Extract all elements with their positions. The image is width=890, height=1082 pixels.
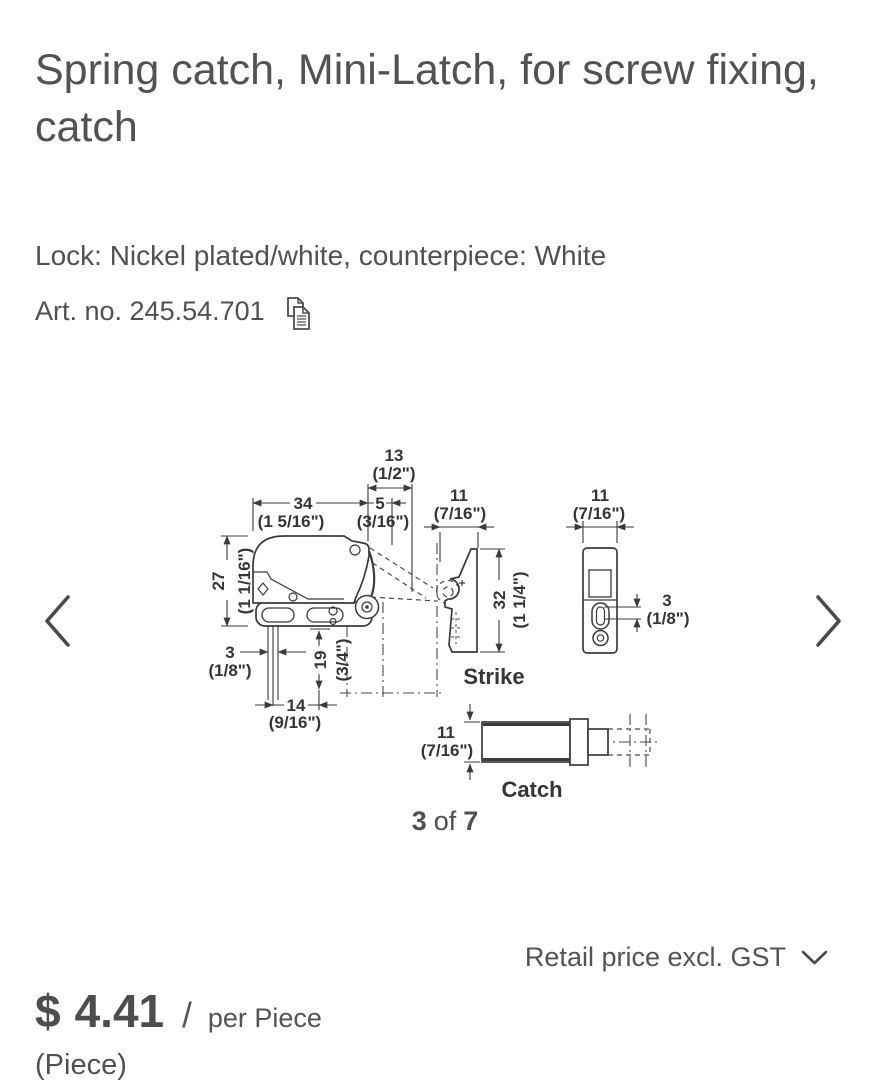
dim-main-3-inch: (1/8") bbox=[208, 661, 251, 680]
dim-strike-front-11-inch: (7/16") bbox=[573, 504, 625, 523]
price-amount: 4.41 bbox=[74, 985, 165, 1037]
page-title: Spring catch, Mini-Latch, for screw fixi… bbox=[35, 46, 819, 151]
dim-main-27-inch: (1 1/16") bbox=[235, 548, 254, 615]
dim-main-19-inch: (3/4") bbox=[333, 638, 352, 681]
dim-strike-front-11-mm: 11 bbox=[591, 486, 609, 505]
dim-main-3-mm: 3 bbox=[225, 643, 234, 662]
unit-note: (Piece) bbox=[35, 1049, 127, 1081]
catch-view: 11 (7/16") Catch bbox=[421, 704, 658, 802]
dim-main-14-inch: (9/16") bbox=[269, 713, 321, 732]
dim-strike-11-mm: 11 bbox=[450, 486, 468, 505]
copy-icon[interactable] bbox=[285, 297, 312, 336]
art-number: Art. no. 245.54.701 bbox=[35, 296, 265, 326]
dim-main-13-inch: (1/2") bbox=[372, 464, 415, 483]
page-total: 7 bbox=[463, 806, 479, 836]
art-number-row: Art. no. 245.54.701 bbox=[35, 296, 312, 336]
dim-strike-32-mm: 32 bbox=[490, 591, 509, 610]
catch-label: Catch bbox=[501, 777, 562, 802]
price-row: $ 4.41 / per Piece bbox=[35, 984, 322, 1038]
dim-main-34-inch: (1 5/16") bbox=[258, 512, 325, 531]
chevron-right-icon bbox=[813, 593, 845, 652]
dim-strike-32-inch: (1 1/4") bbox=[510, 571, 529, 628]
dim-main-27-mm: 27 bbox=[209, 572, 228, 591]
main-view: 34 (1 5/16") 5 (3/16") 13 (1/2") 27 (1 1… bbox=[208, 446, 461, 732]
chevron-down-icon bbox=[801, 942, 828, 973]
dim-main-13-mm: 13 bbox=[385, 446, 404, 465]
dim-catch-11-mm: 11 bbox=[437, 723, 455, 742]
strike-front-view: 11 (7/16") 3 (1/8") bbox=[566, 486, 690, 654]
page-current: 3 bbox=[411, 806, 427, 836]
price-unit: per Piece bbox=[207, 1003, 322, 1033]
finish-description: Lock: Nickel plated/white, counterpiece:… bbox=[35, 240, 607, 271]
currency-symbol: $ bbox=[35, 985, 61, 1037]
dim-strike-front-3-mm: 3 bbox=[662, 591, 671, 610]
strike-side-view: 11 (7/16") 32 (1 1/4") Strike bbox=[424, 486, 529, 689]
dim-main-5-mm: 5 bbox=[375, 494, 384, 513]
strike-label: Strike bbox=[463, 664, 524, 689]
chevron-left-icon bbox=[41, 593, 73, 652]
dim-main-14-mm: 14 bbox=[287, 696, 306, 715]
technical-diagram: 34 (1 5/16") 5 (3/16") 13 (1/2") 27 (1 1… bbox=[208, 446, 690, 802]
dim-strike-front-3-inch: (1/8") bbox=[646, 609, 689, 628]
dim-main-34-mm: 34 bbox=[294, 494, 313, 513]
price-slash: / bbox=[182, 996, 192, 1035]
carousel-prev-button[interactable] bbox=[34, 590, 80, 654]
dim-catch-11-inch: (7/16") bbox=[421, 741, 473, 760]
carousel-next-button[interactable] bbox=[806, 590, 852, 654]
price-type-dropdown[interactable]: Retail price excl. GST bbox=[519, 941, 834, 974]
dim-main-5-inch: (3/16") bbox=[357, 512, 409, 531]
dim-strike-11-inch: (7/16") bbox=[434, 504, 486, 523]
page-separator: of bbox=[433, 806, 457, 836]
price-type-label: Retail price excl. GST bbox=[524, 942, 786, 972]
dim-main-19-mm: 19 bbox=[311, 651, 330, 670]
